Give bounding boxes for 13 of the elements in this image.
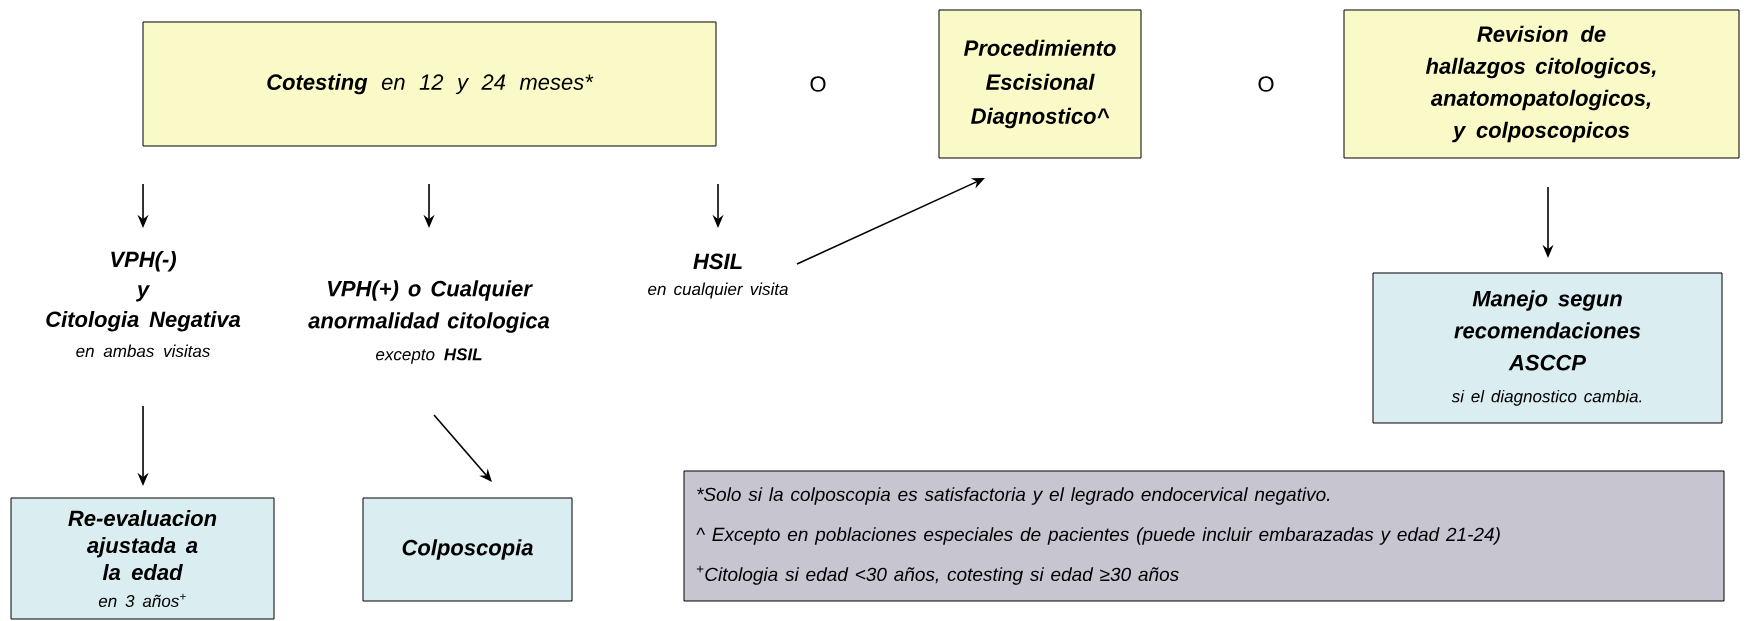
action-box: Re-evaluacion ajustada a la edad en 3 años$^{+}$	[10, 497, 275, 620]
process-box: Revision de hallazgos citologicos, anatomopatologicos, y colposcopicos	[1343, 9, 1740, 159]
connector-word: O	[810, 76, 826, 92]
action-box: Manejo segun recomendaciones ASCCP si el diagnostico cambia.	[1372, 272, 1723, 424]
process-box: Procedimiento Escisional Diagnostico^	[938, 9, 1142, 159]
result-text: VPH(-) y Citologia Negativa en ambas visitas	[46, 250, 241, 358]
result-text: VPH(+) o Cualquier anormalidad citologica excepto HSIL	[308, 280, 550, 364]
connector-word: O	[1258, 76, 1274, 92]
result-text: HSIL en cualquier visita	[648, 253, 788, 299]
process-box: Cotesting en 12 y 24 meses*	[142, 21, 717, 147]
action-box: Colposcopia	[362, 497, 573, 602]
arrow	[433, 414, 492, 482]
footnote-box: *Solo si la colposcopia es satisfactoria y el legrado endocervical negativo. ^ Excepto en poblaciones especiales de pacientes (puede incluir embarazadas y edad 21-24) $^{+}$Citologia si edad <30 años, cotesting si edad ≥30 años	[683, 470, 1725, 602]
